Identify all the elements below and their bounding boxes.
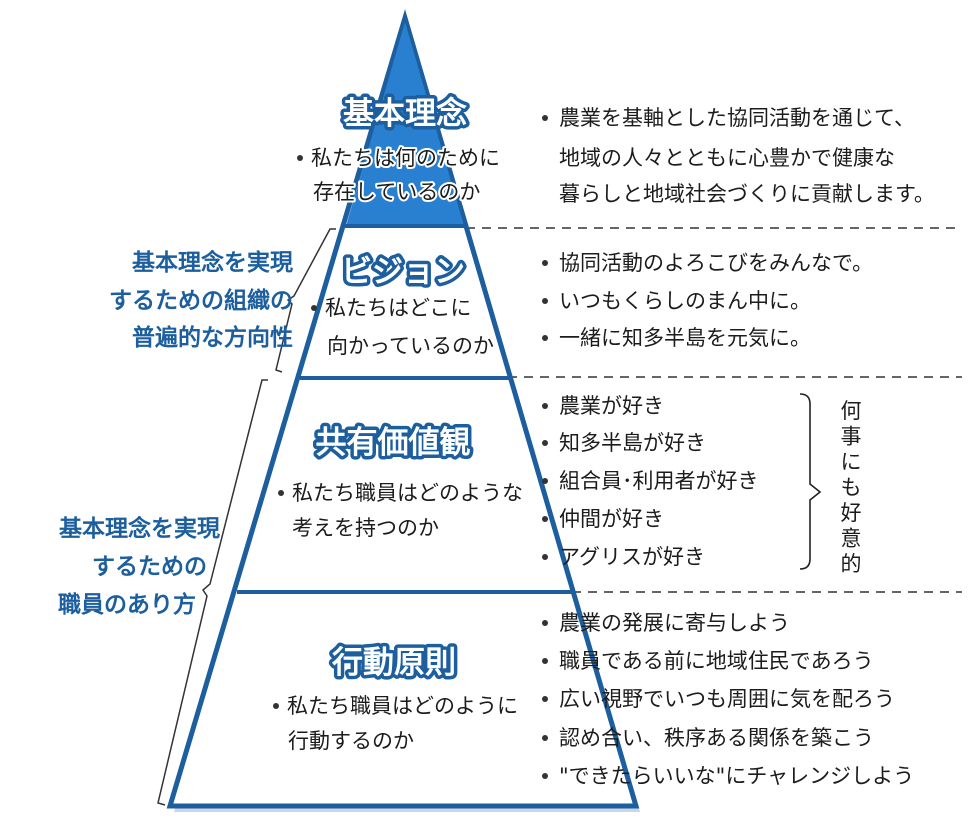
list-item-philosophy: 地域の人々とともに心豊かで健康な [559, 146, 895, 170]
pyramid-top-fill [346, 22, 464, 226]
values-summary-char: 事 [841, 425, 862, 449]
list-item-values: 農業が好き [559, 394, 664, 418]
tier-title-values: 共有価値観 [316, 425, 471, 461]
list-item-conduct: 農業の発展に寄与しよう [559, 611, 790, 635]
list-item-conduct: "できたらいいな"にチャレンジしよう [559, 764, 914, 788]
values-summary-char: 何 [841, 399, 862, 423]
list-item-conduct: 広い視野でいつも周囲に気を配ろう [559, 687, 895, 711]
bullet-icon [542, 440, 548, 446]
values-summary-char: も [841, 476, 862, 500]
list-item-values: 組合員･利用者が好き [559, 469, 759, 493]
tier-question-conduct: 行動するのか [288, 729, 414, 753]
list-item-conduct: 認め合い、秩序ある関係を築こう [559, 726, 874, 750]
label-organization-direction: するための組織の [109, 287, 293, 314]
bracket-staff [157, 379, 268, 806]
pyramid-frame [166, 9, 640, 809]
bullet-icon [542, 735, 548, 741]
values-summary-char: 好 [841, 501, 862, 525]
tier-question-conduct: 私たち職員はどのように [287, 694, 518, 718]
tier-title-conduct: 行動原則 [331, 645, 456, 681]
bullet-icon [278, 490, 284, 496]
tier-question-values: 考えを持つのか [292, 516, 439, 540]
bullet-icon [542, 298, 548, 304]
bullet-icon [542, 516, 548, 522]
bullet-icon [542, 696, 548, 702]
bullet-icon [542, 115, 548, 121]
tier-question-vision: 向かっているのか [327, 334, 494, 358]
bullet-icon [542, 773, 548, 779]
list-item-vision: 一緒に知多半島を元気に。 [559, 326, 811, 350]
brace-values [799, 393, 822, 570]
values-summary-char: に [841, 450, 862, 474]
bullet-icon [297, 155, 303, 161]
list-item-values: アグリスが好き [559, 545, 705, 569]
list-item-conduct: 職員である前に地域住民であろう [559, 649, 874, 673]
bullet-icon [273, 703, 279, 709]
list-item-philosophy: 農業を基軸とした協同活動を通じて、 [559, 106, 915, 130]
label-staff-stance: 職員のあり方 [58, 591, 196, 618]
bullet-icon [542, 478, 548, 484]
tier-question-philosophy: 存在しているのか [313, 180, 480, 204]
label-staff-stance: 基本理念を実現 [59, 515, 220, 542]
label-staff-stance: するための [92, 554, 207, 580]
bracket-organization [275, 228, 336, 373]
bullet-icon [311, 305, 317, 311]
list-item-values: 仲間が好き [559, 507, 664, 531]
bullet-icon [542, 335, 548, 341]
bullet-icon [542, 620, 548, 626]
list-item-vision: いつもくらしのまん中に。 [559, 289, 811, 313]
label-organization-direction: 基本理念を実現 [132, 249, 293, 276]
values-summary-char: 意 [841, 527, 862, 551]
tier-question-philosophy: 私たちは何のために [311, 146, 500, 170]
tier-title-philosophy: 基本理念 [343, 96, 467, 132]
bullet-icon [542, 554, 548, 560]
list-item-philosophy: 暮らしと地域社会づくりに貢献します。 [559, 182, 935, 206]
list-item-vision: 協同活動のよろこびをみんなで。 [559, 251, 873, 275]
tier-question-vision: 私たちはどこに [325, 296, 471, 320]
values-summary-char: 的 [841, 552, 862, 576]
list-item-values: 知多半島が好き [559, 431, 706, 455]
bullet-icon [542, 658, 548, 664]
tier-question-values: 私たち職員はどのような [292, 481, 523, 505]
bullet-icon [542, 403, 548, 409]
tier-title-vision: ビジョン [341, 254, 465, 290]
label-organization-direction: 普遍的な方向性 [132, 324, 293, 351]
bullet-icon [542, 260, 548, 266]
